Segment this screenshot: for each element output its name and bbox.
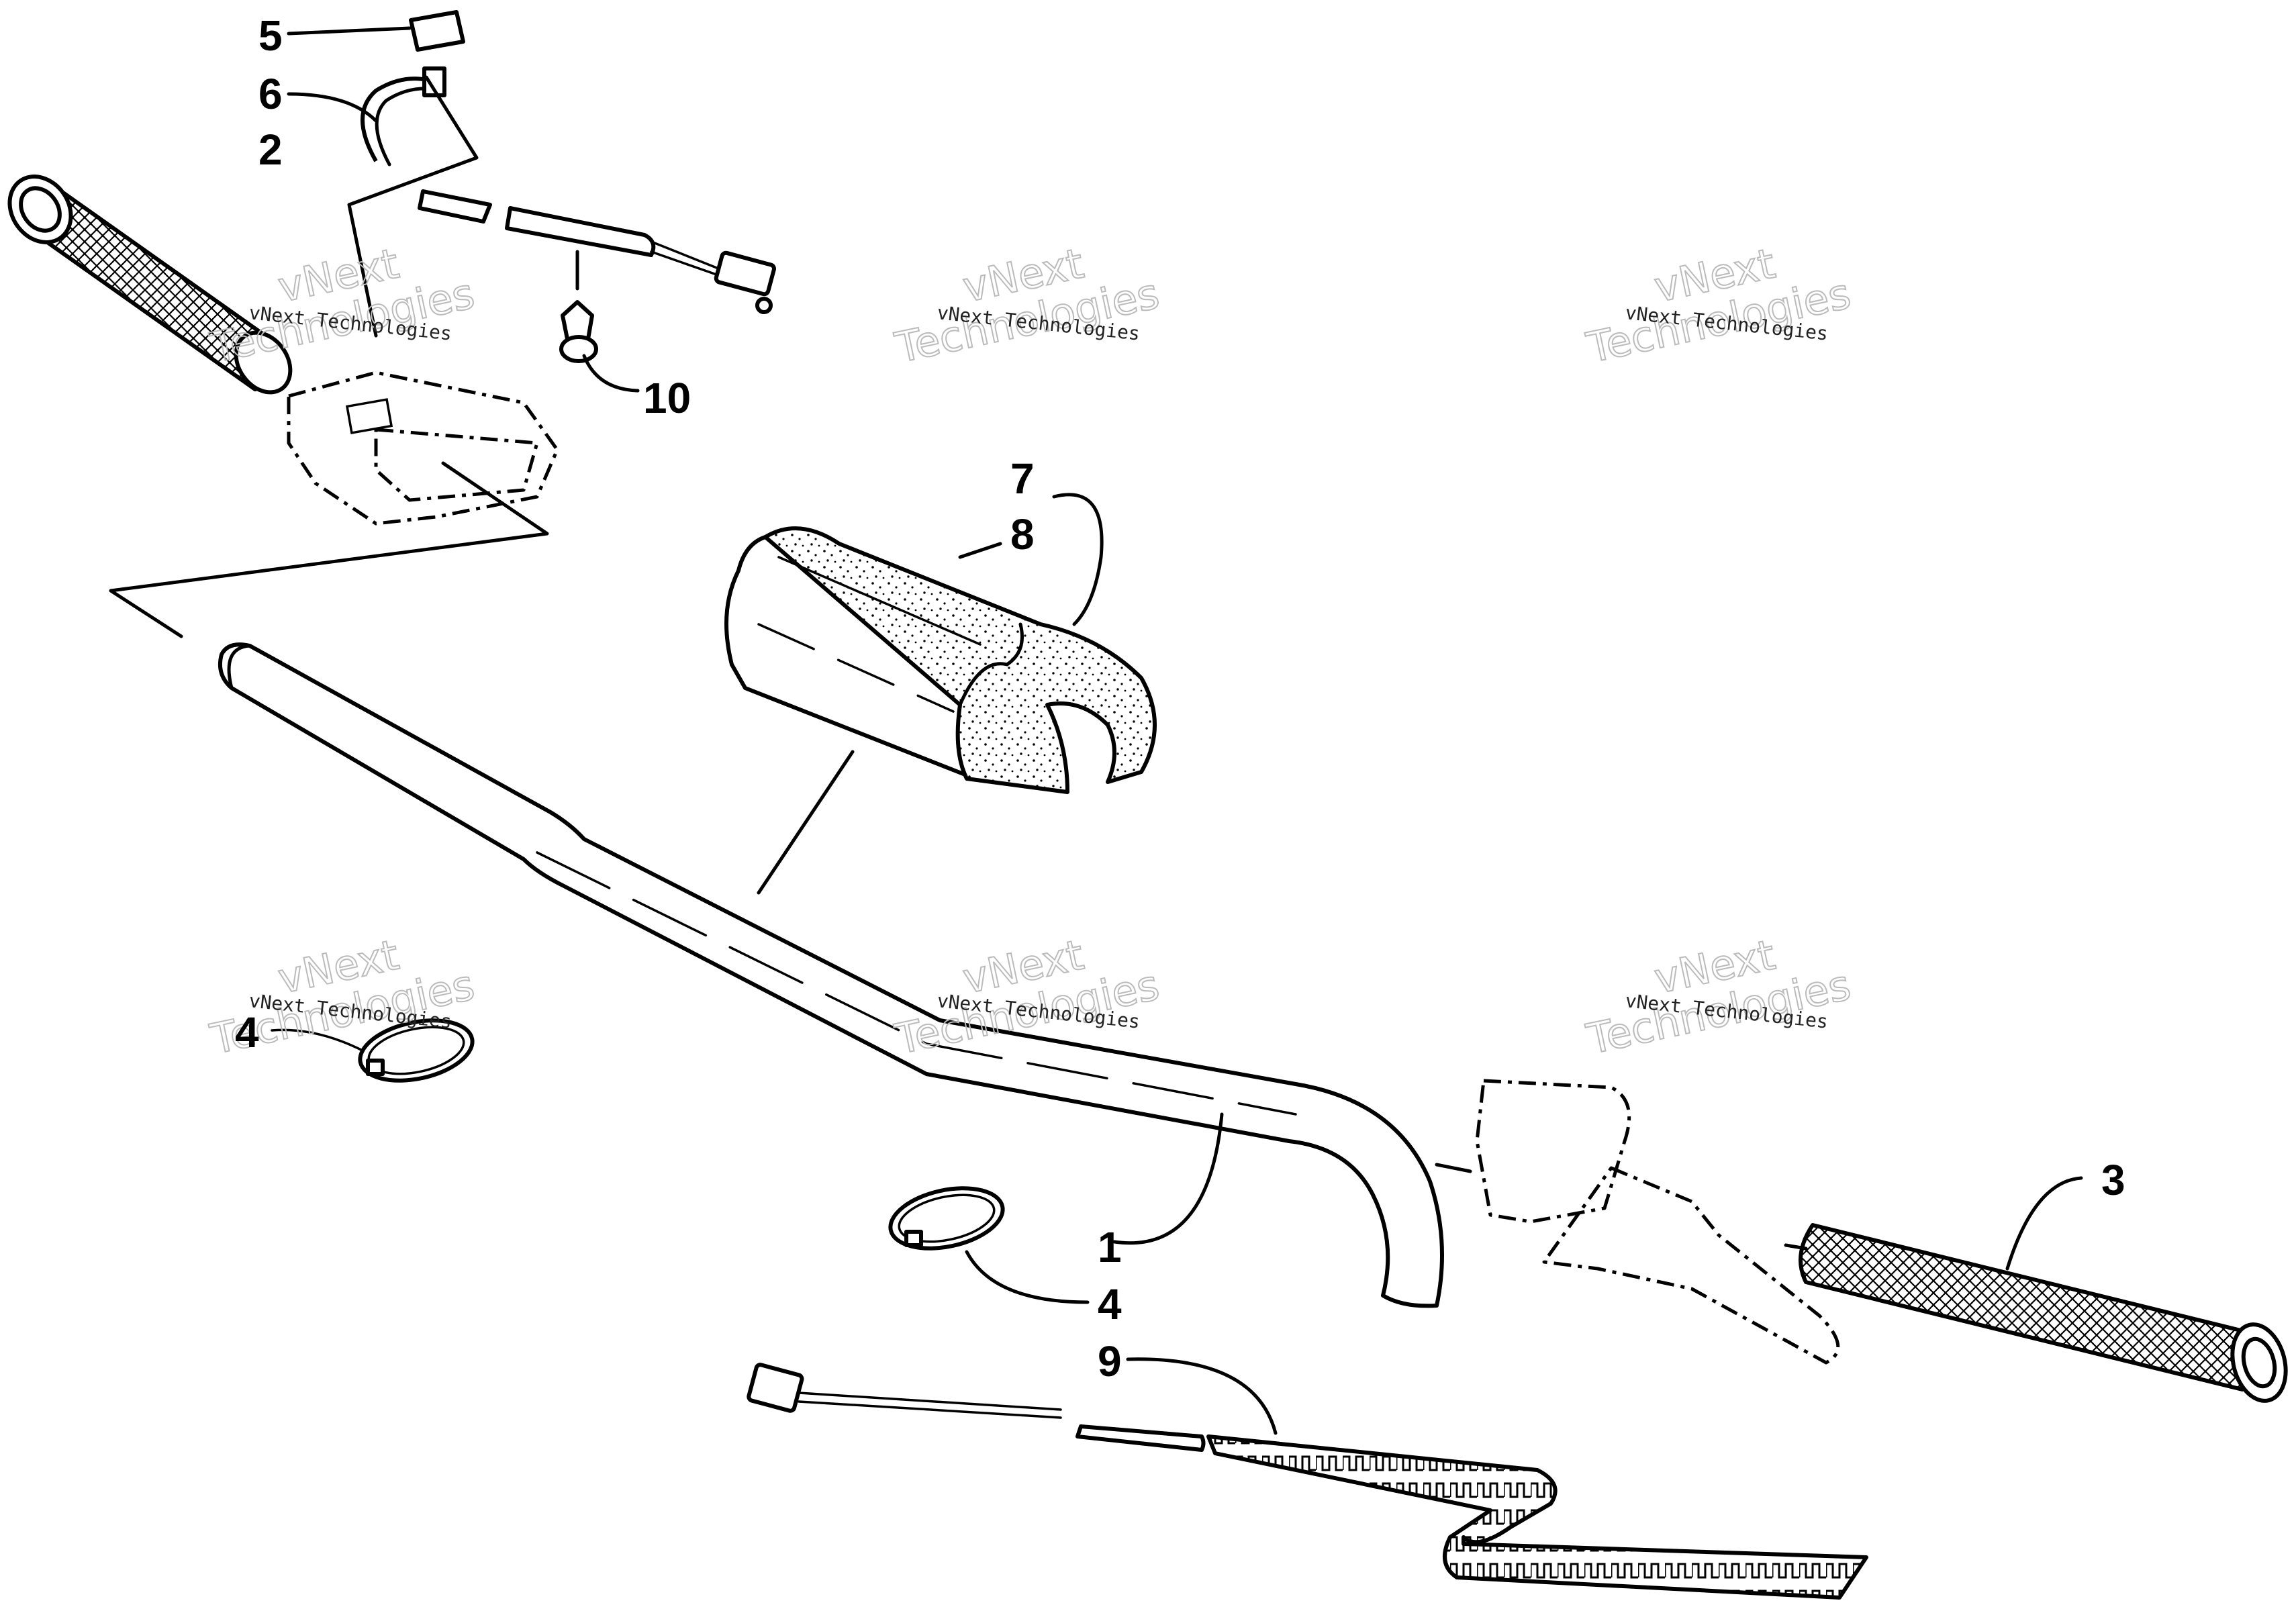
callout-2: 2	[258, 126, 283, 174]
handlebar	[218, 642, 1444, 1308]
callout-7: 7	[1010, 454, 1035, 503]
brake-master-cylinder	[1435, 1079, 1840, 1365]
leader-1	[1112, 1112, 1224, 1245]
callout-1: 1	[1098, 1223, 1122, 1271]
left-switch-housing	[109, 371, 559, 638]
heater-element	[747, 1357, 1868, 1600]
callout-4-left: 4	[235, 1008, 259, 1057]
callout-3: 3	[2101, 1156, 2125, 1204]
handlebar-pad	[724, 493, 1157, 895]
left-grip	[7, 175, 293, 395]
clamp-left	[271, 1018, 475, 1083]
callout-9: 9	[1098, 1337, 1122, 1385]
callout-10: 10	[643, 374, 691, 422]
callout-4-center: 4	[1098, 1280, 1122, 1328]
callout-8: 8	[1010, 510, 1035, 558]
grip-heater-lead	[287, 66, 776, 338]
clamp-center	[888, 1186, 1090, 1304]
pad	[287, 10, 465, 52]
callout-5: 5	[258, 11, 283, 60]
callouts: 5 6 2 10 7 8 4 1 3 4 9	[235, 11, 2125, 1385]
callout-6: 6	[258, 70, 283, 118]
right-grip	[1784, 1176, 2288, 1403]
cable-clip	[559, 250, 640, 393]
